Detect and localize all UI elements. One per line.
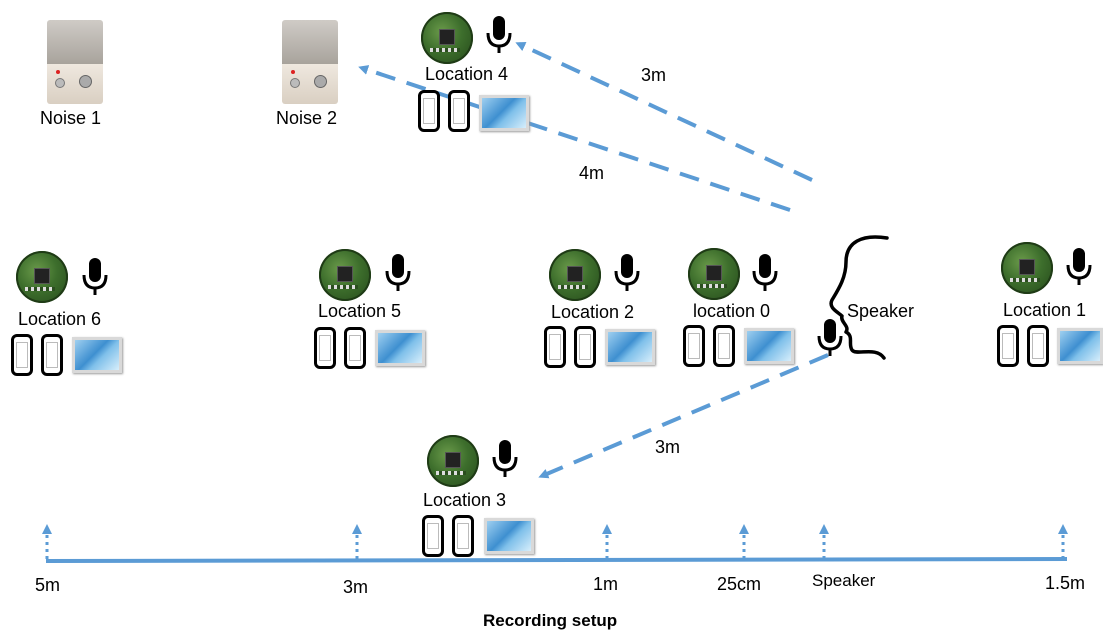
location-6-microphone-icon	[82, 258, 108, 295]
location-4-label: Location 4	[425, 64, 509, 84]
distance-label-location-4: 3m	[641, 65, 667, 85]
location-2-circuit-board-icon	[549, 249, 601, 301]
axis-tick-label-25cm: 25cm	[717, 574, 762, 594]
location-0-phone-icon	[683, 325, 705, 367]
location-4-tablet-icon	[479, 95, 529, 131]
noise-1-loudspeaker-icon	[47, 20, 103, 104]
head-profile-icon	[829, 235, 889, 360]
location-4-microphone-icon	[486, 16, 512, 53]
location-1-phone-icon	[997, 325, 1019, 367]
distance-label-location-3: 3m	[655, 437, 681, 457]
location-2-phone-icon	[574, 326, 596, 368]
location-2-tablet-icon	[605, 329, 655, 365]
noise-1-label: Noise 1	[40, 108, 102, 128]
location-2-phone-icon	[544, 326, 566, 368]
location-4-phone-icon	[418, 90, 440, 132]
location-0-label: location 0	[693, 301, 771, 321]
location-2-label: Location 2	[551, 302, 635, 322]
distance-label-noise-2: 4m	[579, 163, 605, 183]
location-5-label: Location 5	[318, 301, 402, 321]
location-0-circuit-board-icon	[688, 248, 740, 300]
location-0-microphone-icon	[752, 254, 778, 291]
location-4-phone-icon	[448, 90, 470, 132]
location-6-phone-icon	[11, 334, 33, 376]
location-1-phone-icon	[1027, 325, 1049, 367]
location-5-circuit-board-icon	[319, 249, 371, 301]
location-6-phone-icon	[41, 334, 63, 376]
location-5-microphone-icon	[385, 254, 411, 291]
location-6-label: Location 6	[18, 309, 102, 329]
arrow-speaker-to-location-3	[538, 353, 829, 479]
axis-tick-label-3m: 3m	[343, 577, 369, 597]
location-6-circuit-board-icon	[16, 251, 68, 303]
location-3-circuit-board-icon	[427, 435, 479, 487]
location-5-tablet-icon	[375, 330, 425, 366]
axis-tick-label-1m: 1m	[593, 574, 619, 594]
location-2-microphone-icon	[614, 254, 640, 291]
location-1-label: Location 1	[1003, 300, 1087, 320]
arrow-speaker-to-noise-2	[358, 65, 791, 212]
noise-2-loudspeaker-icon	[282, 20, 338, 104]
location-3-phone-icon	[422, 515, 444, 557]
location-5-phone-icon	[344, 327, 366, 369]
location-1-circuit-board-icon	[1001, 242, 1053, 294]
axis-tick-label-5m: 5m	[35, 575, 61, 595]
location-5-phone-icon	[314, 327, 336, 369]
noise-2-label: Noise 2	[276, 108, 338, 128]
axis-tick-label-1-5m: 1.5m	[1045, 573, 1086, 593]
axis-tick-markers	[42, 524, 1068, 559]
location-4-circuit-board-icon	[421, 12, 473, 64]
location-3-label: Location 3	[423, 490, 507, 510]
location-6-tablet-icon	[72, 337, 122, 373]
speaker-label: Speaker	[847, 301, 915, 321]
arrow-speaker-to-location-4	[515, 41, 813, 182]
location-3-phone-icon	[452, 515, 474, 557]
axis-tick-label-speaker: Speaker	[812, 571, 876, 590]
location-1-tablet-icon	[1057, 328, 1103, 364]
location-3-tablet-icon	[484, 518, 534, 554]
distance-axis	[45, 557, 1068, 563]
location-3-microphone-icon	[492, 440, 518, 477]
figure-caption: Recording setup	[483, 611, 618, 630]
location-0-tablet-icon	[744, 328, 794, 364]
location-1-microphone-icon	[1066, 248, 1092, 285]
location-0-phone-icon	[713, 325, 735, 367]
speaker-microphone-icon	[817, 319, 843, 356]
